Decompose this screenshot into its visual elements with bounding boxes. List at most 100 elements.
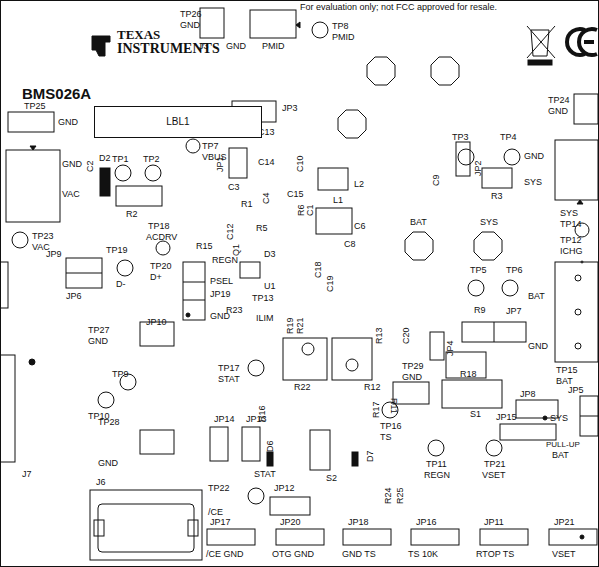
silkscreen-label: JP2 <box>474 160 483 176</box>
silkscreen-label: D+ <box>150 273 162 282</box>
silkscreen-label: SYS <box>524 178 542 187</box>
silkscreen-label: Q1 <box>232 244 241 256</box>
jumpers <box>66 101 598 545</box>
silkscreen-label: JP9 <box>46 250 62 259</box>
silkscreen-label: R22 <box>294 383 311 392</box>
silkscreen-label: R12 <box>364 383 381 392</box>
silkscreen-label: GND <box>98 459 118 468</box>
silkscreen-label: R1 <box>241 200 253 209</box>
silkscreen-label: TP25 <box>24 102 46 111</box>
silkscreen-label: PULL-UP <box>546 441 580 449</box>
silkscreen-label: For evaluation only; not FCC approved fo… <box>300 3 497 12</box>
silkscreen-label: JP15 <box>496 413 517 422</box>
silkscreen-label: GND TS <box>342 550 376 559</box>
silkscreen-label: J7 <box>22 470 32 479</box>
silkscreen-label: TP27 <box>88 326 110 335</box>
weee-symbol <box>527 26 555 65</box>
silkscreen-label: OTG GND <box>272 550 314 559</box>
silkscreen-label: TEXAS <box>117 28 160 41</box>
silkscreen-label: JP10 <box>146 318 167 327</box>
silkscreen-label: L1 <box>333 196 343 205</box>
silkscreen-label: C3 <box>228 183 240 192</box>
box-text: LBL1 <box>166 117 189 127</box>
silkscreen-label: D6 <box>266 440 275 452</box>
silkscreen-label: C12 <box>226 223 235 240</box>
silkscreen-label: SYS <box>480 218 498 227</box>
silkscreen-label: R15 <box>196 242 213 251</box>
silkscreen-label: R9 <box>474 306 486 315</box>
silkscreen-label: C9 <box>432 174 441 186</box>
silkscreen-label: JP18 <box>348 518 369 527</box>
silkscreen-label: D2 <box>99 154 111 163</box>
silkscreen-label: TP7 <box>202 142 219 151</box>
silkscreen-label: SYS <box>550 414 568 423</box>
connector-j3 <box>250 10 296 38</box>
silkscreen-label: R18 <box>460 370 477 379</box>
silkscreen-label: TP2 <box>143 155 160 164</box>
silkscreen-label: R5 <box>256 224 268 233</box>
silkscreen-label: R2 <box>126 210 138 219</box>
tp-box <box>200 8 224 38</box>
silkscreen-label: GND <box>88 337 108 346</box>
silkscreen-label: JP1 <box>216 156 225 172</box>
component-outlines <box>100 168 512 470</box>
silkscreen-label: BAT <box>552 451 569 460</box>
silkscreen-label: JP16 <box>416 518 437 527</box>
silkscreen-label: ACDRV <box>146 233 177 242</box>
silkscreen-label: D7 <box>366 450 375 462</box>
label-box: LBL1 <box>94 106 262 138</box>
silkscreen-label: TS 10K <box>408 550 438 559</box>
silkscreen-label: C20 <box>402 327 411 344</box>
silkscreen-label: JP11 <box>484 518 504 527</box>
silkscreen-label: C19 <box>326 275 335 292</box>
silkscreen-label: TP18 <box>148 222 170 231</box>
ce-mark <box>567 29 597 55</box>
silkscreen-label: TP22 <box>208 484 230 493</box>
silkscreen-label: TP19 <box>106 246 128 255</box>
silkscreen-label: JP4 <box>446 340 455 356</box>
silkscreen-label: C14 <box>258 158 275 167</box>
silkscreen-label: JP19 <box>210 290 231 299</box>
silkscreen-label: TP29 <box>402 362 424 371</box>
silkscreen-label: TP6 <box>506 266 523 275</box>
silkscreen-label: C18 <box>314 261 323 278</box>
silkscreen-label: GND <box>402 373 422 382</box>
octagon-pads <box>338 57 502 260</box>
silkscreen-label: PMID <box>332 33 355 42</box>
silkscreen-label: R16 <box>258 405 267 422</box>
silkscreen-label: /CE GND <box>206 550 244 559</box>
silkscreen-label: REGN <box>424 471 450 480</box>
silkscreen-label: C2 <box>86 160 95 172</box>
connector-j1 <box>6 150 60 222</box>
silkscreen-label: TP12 <box>560 236 582 245</box>
connector-j5 <box>555 262 598 362</box>
silkscreen-label: R11 <box>389 398 398 414</box>
silkscreen-label: VSET <box>482 471 506 480</box>
silkscreen-label: BMS026A <box>22 86 91 101</box>
silkscreen-label: C10 <box>296 155 305 172</box>
silkscreen-label: ICHG <box>560 247 583 256</box>
silkscreen-label: R21 <box>296 317 305 334</box>
silkscreen-label: BAT <box>556 377 573 386</box>
silkscreen-label: TP13 <box>252 294 274 303</box>
silkscreen-label: S1 <box>470 410 481 419</box>
silkscreen-label: GND <box>62 160 82 169</box>
silkscreen-label: R25 <box>396 487 405 504</box>
silkscreen-label: TP23 <box>32 232 54 241</box>
silkscreen-label: GND <box>524 152 544 161</box>
silkscreen-label: GND <box>226 42 246 51</box>
tp-box <box>8 112 54 132</box>
tp-box <box>574 94 598 124</box>
silkscreen-label: TP28 <box>98 418 120 427</box>
silkscreen-label: R6 <box>297 204 306 216</box>
silkscreen-label: C4 <box>262 192 271 204</box>
connector-j6 <box>90 490 202 560</box>
ti-logo <box>92 36 110 56</box>
connector-j7 <box>0 355 15 462</box>
silkscreen-label: ILIM <box>256 314 274 323</box>
silkscreen-label: REGN <box>212 256 238 265</box>
silkscreen-label: TP17 <box>218 364 240 373</box>
silkscreen-label: STAT <box>254 470 276 479</box>
silkscreen-label: TP5 <box>470 266 487 275</box>
